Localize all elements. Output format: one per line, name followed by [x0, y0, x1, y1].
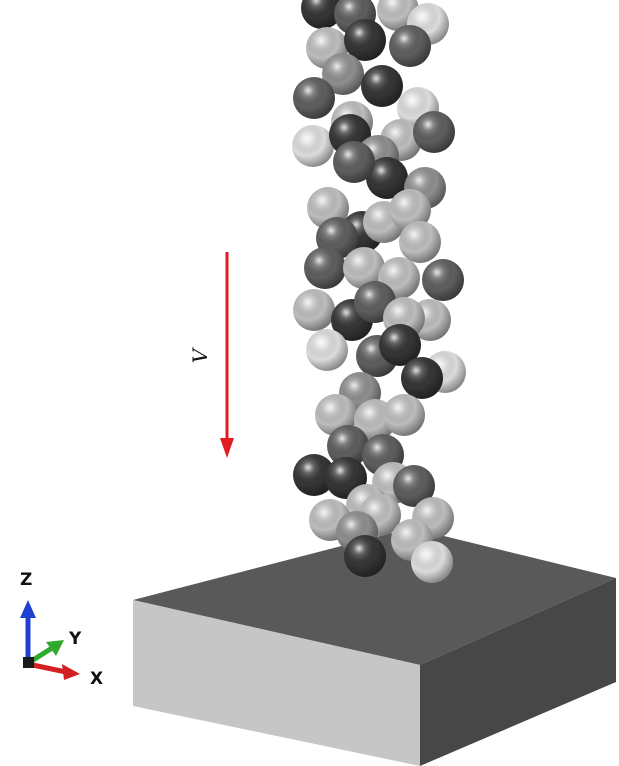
particle-sphere-shading	[293, 289, 335, 331]
particle-sphere	[322, 53, 364, 95]
particle-sphere	[383, 394, 425, 436]
substrate-front-face	[133, 600, 420, 766]
particle-sphere-shading	[327, 425, 369, 467]
particle-sphere-shading	[361, 65, 403, 107]
particle-sphere-shading	[383, 394, 425, 436]
particle-sphere-shading	[293, 77, 335, 119]
particle-sphere	[399, 221, 441, 263]
particle-sphere-shading	[389, 25, 431, 67]
velocity-arrow: V	[188, 252, 234, 458]
particle-sphere-shading	[366, 157, 408, 199]
particle-sphere	[304, 247, 346, 289]
particle-sphere	[413, 111, 455, 153]
particle-sphere	[389, 189, 431, 231]
particle-sphere-shading	[306, 329, 348, 371]
z-axis-arrowhead	[20, 600, 36, 618]
particle-sphere-shading	[333, 141, 375, 183]
particle-sphere-shading	[393, 465, 435, 507]
substrate-top-face	[133, 528, 616, 665]
particle-sphere	[327, 425, 369, 467]
particle-sphere	[361, 65, 403, 107]
particle-sphere	[293, 77, 335, 119]
x-axis-label: X	[90, 669, 103, 689]
axis-origin	[23, 657, 34, 668]
particle-sphere	[422, 259, 464, 301]
particle-sphere-shading	[379, 324, 421, 366]
particle-sphere-shading	[343, 247, 385, 289]
z-axis-label: Z	[20, 570, 32, 590]
particle-sphere	[393, 465, 435, 507]
particle-sphere	[293, 289, 335, 331]
particle-sphere	[411, 541, 453, 583]
x-axis-arrow	[27, 661, 67, 675]
particle-sphere	[344, 535, 386, 577]
particle-sphere	[293, 454, 335, 496]
axis-triad: Z Y X	[20, 570, 103, 689]
particle-sphere-shading	[422, 259, 464, 301]
particle-sphere	[366, 157, 408, 199]
particle-sphere-shading	[292, 125, 334, 167]
particle-sphere	[292, 125, 334, 167]
velocity-arrow-head	[220, 438, 234, 458]
particle-sphere	[344, 19, 386, 61]
y-axis-label: Y	[68, 629, 82, 649]
particle-sphere	[306, 329, 348, 371]
substrate-side-face	[420, 578, 616, 766]
substrate-block	[133, 528, 616, 766]
particle-sphere	[389, 25, 431, 67]
particle-sphere-shading	[413, 111, 455, 153]
velocity-label: V	[188, 346, 212, 363]
particle-sphere	[401, 357, 443, 399]
particle-sphere-shading	[301, 0, 343, 29]
particle-sphere-shading	[304, 247, 346, 289]
particle-sphere-shading	[322, 53, 364, 95]
particle-sphere	[343, 247, 385, 289]
particle-sphere-shading	[293, 454, 335, 496]
particle-sphere-shading	[401, 357, 443, 399]
particle-sphere-shading	[344, 19, 386, 61]
particle-sphere-shading	[411, 541, 453, 583]
y-axis-arrowhead	[46, 640, 64, 656]
particle-sphere-shading	[389, 189, 431, 231]
particle-column	[292, 0, 466, 583]
particle-sphere	[333, 141, 375, 183]
particle-sphere	[301, 0, 343, 29]
x-axis-arrowhead	[62, 664, 80, 680]
particle-sphere-shading	[344, 535, 386, 577]
particle-sphere	[379, 324, 421, 366]
particle-sphere-shading	[399, 221, 441, 263]
